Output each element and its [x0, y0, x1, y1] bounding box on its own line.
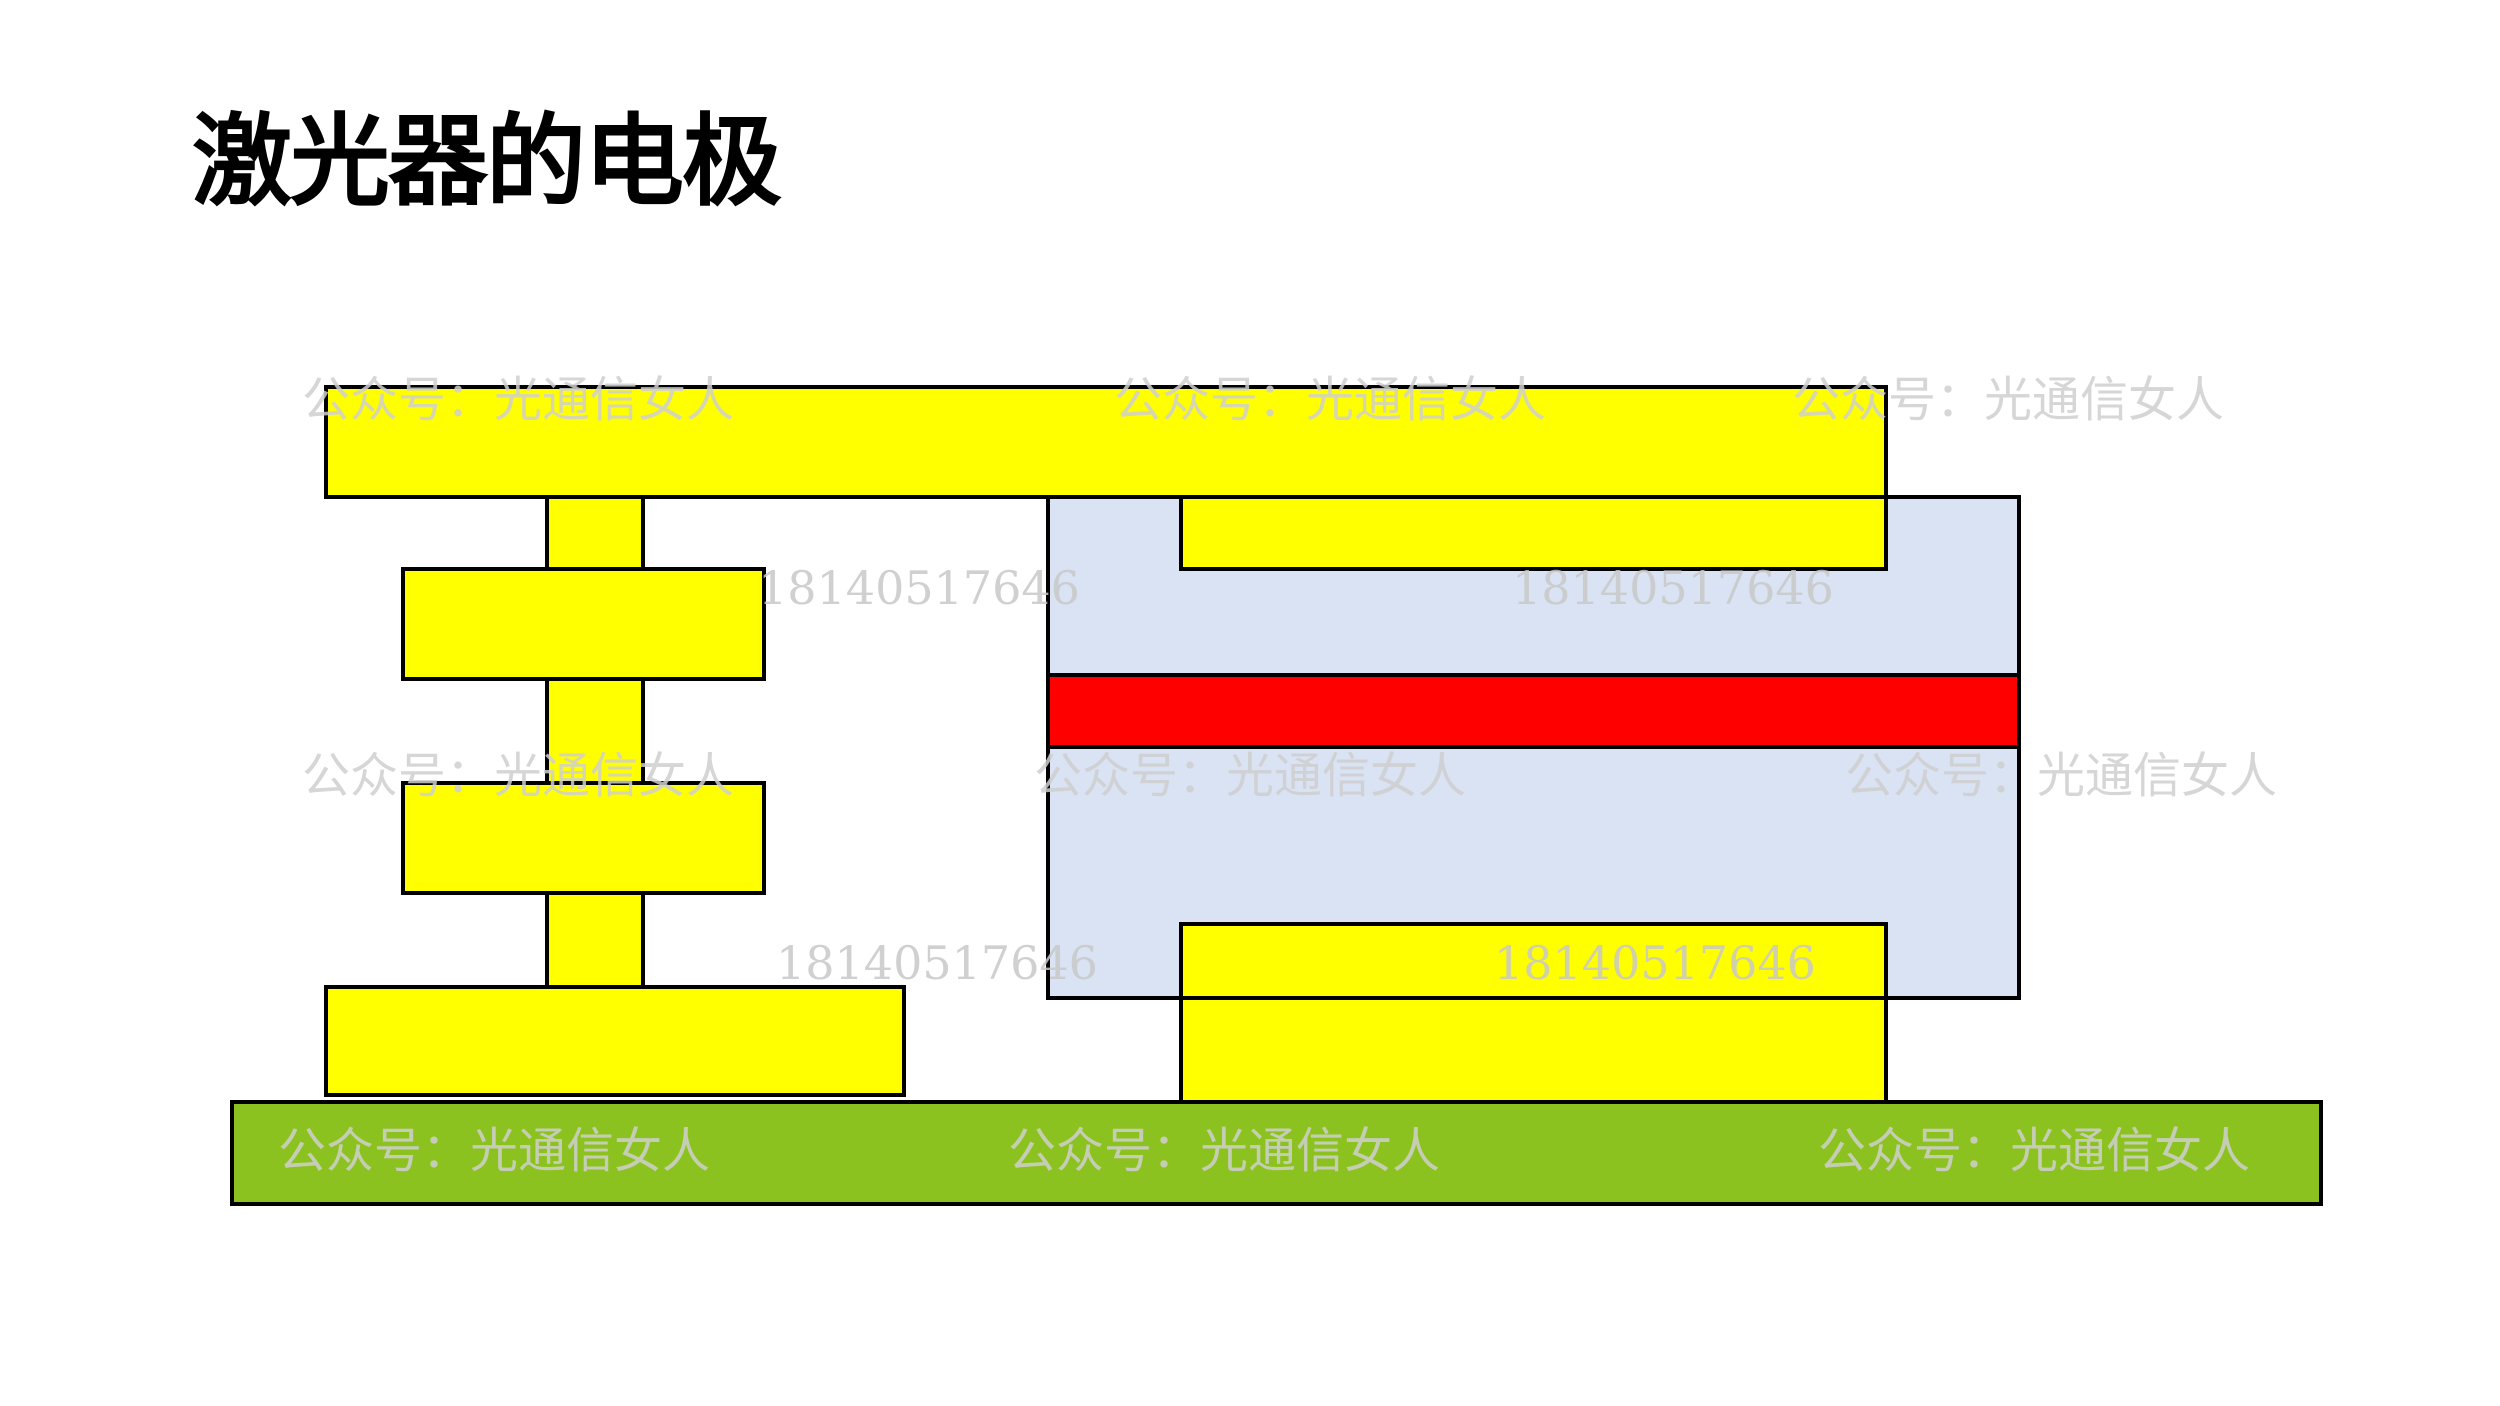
- left-tab-lower: [401, 781, 766, 895]
- substrate-bar: [230, 1100, 2323, 1206]
- active-layer: [1046, 673, 2021, 749]
- watermark-number: 18140517646: [758, 561, 1080, 615]
- left-base-pad: [324, 985, 906, 1097]
- bottom-electrode-divider: [1179, 996, 1888, 1000]
- page-title: 激光器的电极: [192, 103, 782, 220]
- top-electrode-bar: [324, 385, 1888, 499]
- left-tab-upper: [401, 567, 766, 681]
- bottom-electrode-pad: [1179, 922, 1888, 1104]
- top-contact: [1179, 495, 1888, 571]
